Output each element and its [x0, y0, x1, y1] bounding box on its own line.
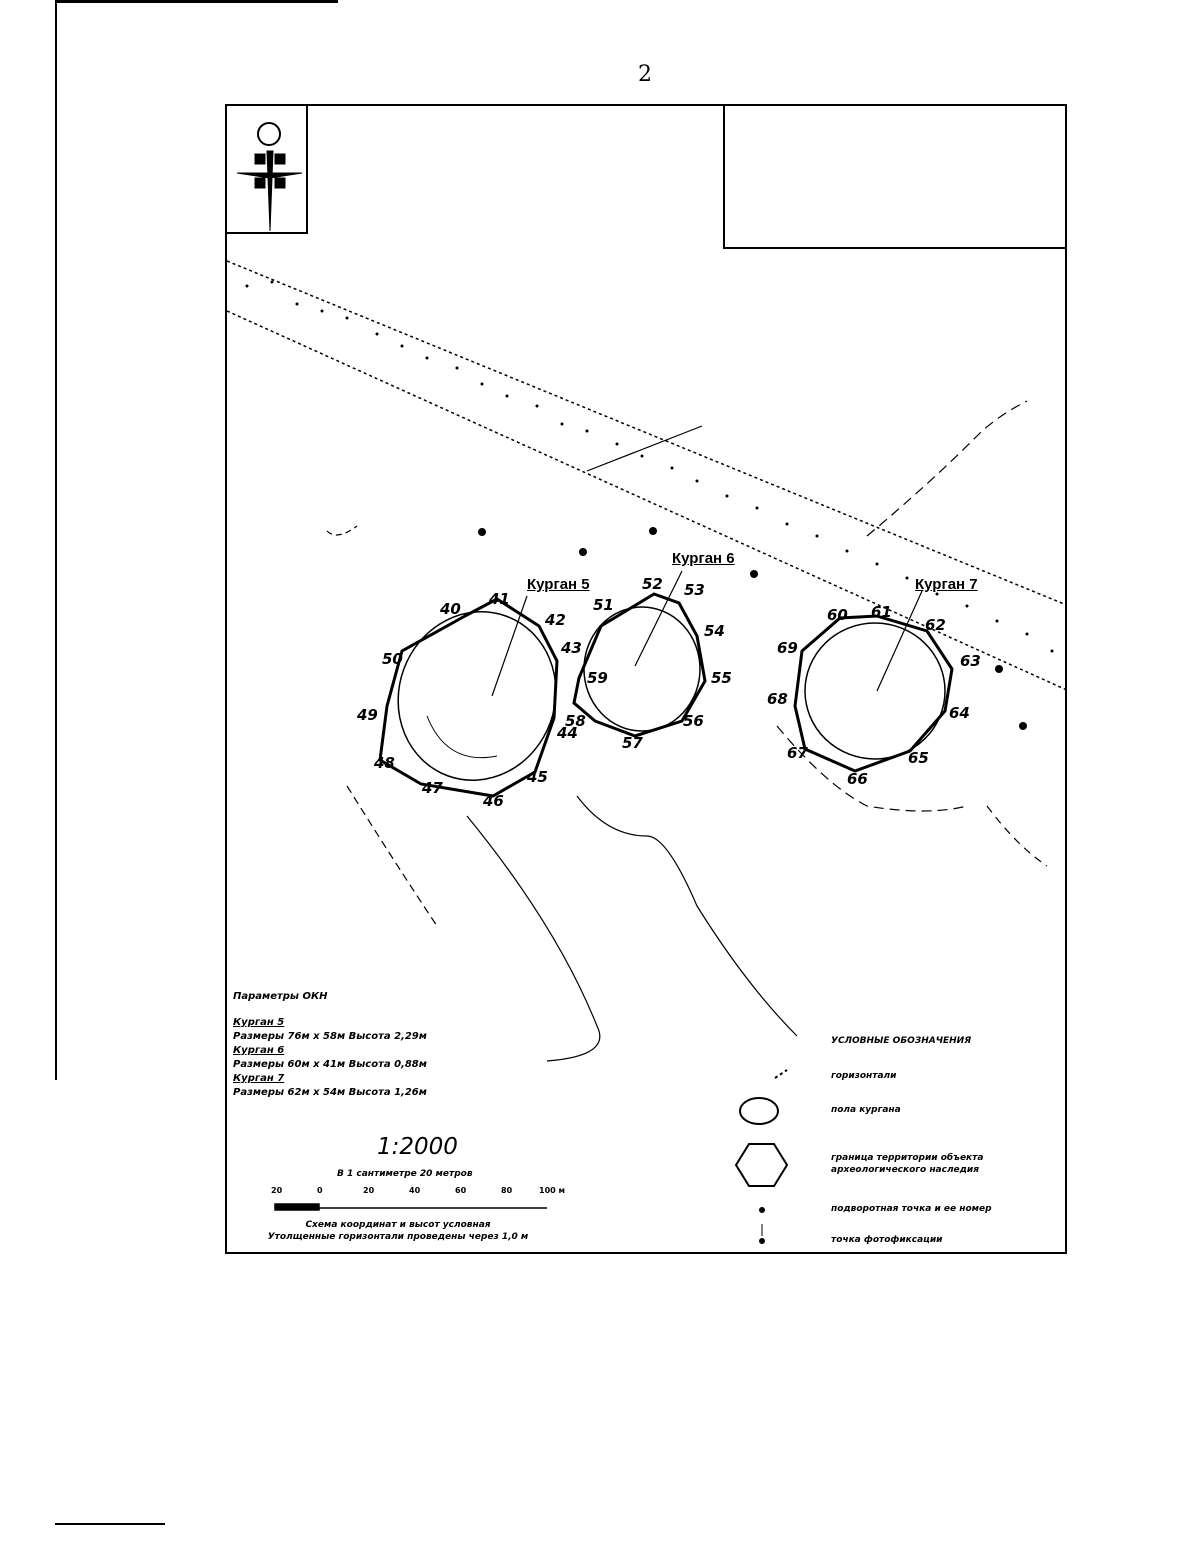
point-label: 66 — [847, 770, 868, 788]
map-frame: Курган 5 Курган 6 Курган 7 40 41 42 43 4… — [225, 104, 1067, 1254]
param-text: Размеры 60м х 41м Высота 0,88м — [233, 1059, 427, 1070]
point-label: 57 — [622, 734, 643, 752]
kurgan-5-outline — [378, 595, 559, 798]
kurgan-6-outline — [572, 570, 707, 738]
point-label: 41 — [489, 590, 510, 608]
scale-tick: 0 — [317, 1186, 323, 1195]
param-name: Курган 5 — [233, 1017, 285, 1028]
survey-map — [227, 122, 1065, 1244]
point-label: 52 — [642, 575, 663, 593]
coordinate-note: Схема координат и высот условная Утолщен… — [233, 1219, 563, 1243]
point-label: 43 — [561, 639, 582, 657]
param-name: Курган 6 — [233, 1045, 285, 1056]
point-label: 59 — [587, 669, 608, 687]
point-label: 55 — [711, 669, 732, 687]
page-number: 2 — [638, 62, 652, 87]
mound-name-7: Курган 7 — [915, 576, 978, 593]
point-label: 46 — [483, 792, 504, 810]
scale-tick: 20 — [363, 1186, 375, 1195]
road-dots — [245, 280, 1054, 653]
scale-tick: 60 — [455, 1186, 467, 1195]
scale-note: В 1 сантиметре 20 метров — [337, 1169, 473, 1179]
survey-points — [478, 527, 1027, 730]
point-label: 63 — [960, 652, 981, 670]
legend-item-mound-floor: пола кургана — [831, 1105, 901, 1115]
point-label: 54 — [704, 622, 725, 640]
point-label: 61 — [871, 603, 892, 621]
param-text: Размеры 62м х 54м Высота 1,26м — [233, 1087, 427, 1098]
point-label: 64 — [949, 704, 970, 722]
scale-tick: 20 — [271, 1186, 283, 1195]
scale-bar — [274, 1203, 547, 1211]
scale-tick: 80 — [501, 1186, 513, 1195]
coord-note-1: Схема координат и высот условная — [305, 1220, 491, 1230]
scale-tick: 40 — [409, 1186, 421, 1195]
compass-box — [227, 106, 308, 234]
param-name: Курган 7 — [233, 1073, 285, 1084]
top-rule — [55, 0, 338, 3]
legend-title: УСЛОВНЫЕ ОБОЗНАЧЕНИЯ — [831, 1036, 972, 1046]
kurgan-7-outline — [793, 590, 954, 773]
point-label: 50 — [382, 650, 403, 668]
point-label: 65 — [908, 749, 929, 767]
legend-item-photo-point: точка фотофиксации — [831, 1235, 943, 1245]
scale-ratio: 1:2000 — [377, 1134, 458, 1160]
legend-item-boundary: граница территории объекта археологическ… — [831, 1153, 984, 1175]
point-label: 68 — [767, 690, 788, 708]
mound-name-6: Курган 6 — [672, 550, 735, 567]
legend-icons — [734, 1069, 789, 1244]
north-arrow — [236, 122, 303, 232]
point-label: 58 — [565, 712, 586, 730]
road-band — [227, 260, 1065, 691]
param-text: Размеры 76м х 58м Высота 2,29м — [233, 1031, 427, 1042]
point-label: 51 — [593, 596, 614, 614]
mound-name-5: Курган 5 — [527, 576, 590, 593]
point-label: 56 — [683, 712, 704, 730]
point-label: 42 — [545, 611, 566, 629]
point-label: 69 — [777, 639, 798, 657]
point-label: 49 — [357, 706, 378, 724]
point-label: 48 — [374, 754, 395, 772]
point-label: 60 — [827, 606, 848, 624]
legend-item-contours: горизонтали — [831, 1071, 897, 1081]
point-label: 47 — [422, 779, 443, 797]
legend-item-survey-point: подворотная точка и ее номер — [831, 1204, 992, 1214]
stamp-box — [723, 106, 1065, 249]
point-label: 67 — [787, 744, 808, 762]
point-label: 53 — [684, 581, 705, 599]
scale-tick: 100 м — [539, 1186, 566, 1195]
point-label: 45 — [527, 768, 548, 786]
mound-parameters: Параметры ОКН Курган 5 Размеры 76м х 58м… — [233, 990, 427, 1100]
contour-lines — [326, 400, 1048, 1062]
left-margin-rule — [55, 0, 57, 1080]
point-label: 62 — [925, 616, 946, 634]
parameters-title: Параметры ОКН — [233, 991, 328, 1002]
point-label: 40 — [440, 600, 461, 618]
bottom-rule — [55, 1523, 165, 1525]
coord-note-2: Утолщенные горизонтали проведены через 1… — [267, 1232, 529, 1242]
point-label: 44 — [557, 724, 578, 742]
